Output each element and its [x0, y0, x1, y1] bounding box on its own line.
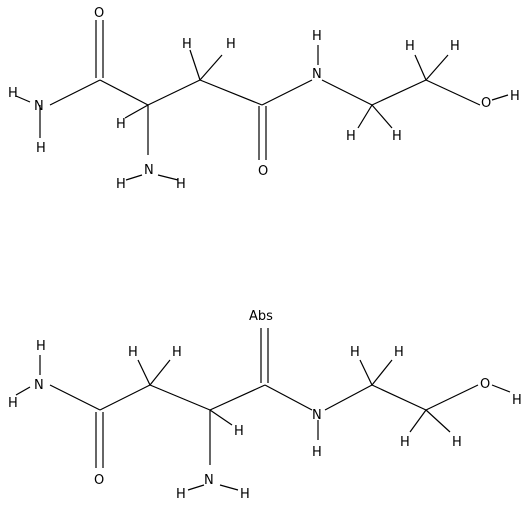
bond [137, 359, 151, 386]
bond [324, 384, 373, 411]
atom-h: H [512, 393, 522, 408]
bond [414, 54, 427, 81]
atom-h: H [312, 445, 322, 460]
atom-h: H [452, 435, 462, 450]
atom-n: N [312, 408, 322, 423]
atom-h: H [226, 37, 236, 52]
atom-h: H [234, 424, 244, 439]
atom-h: H [8, 396, 18, 411]
bond [189, 49, 201, 81]
atom-h: H [36, 141, 46, 156]
atom-o: O [94, 473, 104, 488]
bond [371, 104, 393, 129]
bond [199, 79, 263, 106]
bond [15, 386, 31, 396]
atom-h: H [176, 487, 186, 502]
molecule-1: O N H H H N H H H H O N H H H H H O H [8, 6, 520, 192]
bond [49, 384, 101, 411]
atom-h: H [36, 339, 46, 354]
atom-h: H [240, 487, 250, 502]
bond [409, 409, 427, 433]
atom-o: O [481, 96, 491, 111]
bond [491, 384, 511, 393]
atom-h: H [172, 345, 182, 360]
atom-h: H [400, 435, 410, 450]
atom-n: N [34, 99, 44, 114]
atom-h: H [312, 29, 322, 44]
atom-h: H [176, 177, 186, 192]
atom-h: H [394, 345, 404, 360]
atom-o: O [258, 164, 268, 179]
bond [125, 174, 143, 181]
bond [147, 79, 201, 106]
bond [425, 409, 451, 433]
bond [264, 384, 313, 411]
bond [261, 79, 313, 106]
atom-o: O [480, 377, 490, 392]
atom-h: H [510, 89, 520, 104]
bond [209, 384, 266, 411]
bond [219, 484, 239, 491]
atom-h: H [392, 129, 402, 144]
atom-n: N [312, 67, 322, 82]
atom-h: H [405, 39, 415, 54]
atom-h: H [450, 39, 460, 54]
bond [124, 104, 149, 119]
bond [49, 79, 101, 106]
bond [187, 484, 205, 491]
bond [149, 384, 211, 411]
bond [209, 409, 233, 426]
atom-h: H [350, 345, 360, 360]
atom-n: N [204, 473, 214, 488]
bond [371, 384, 427, 411]
atom-h: H [128, 345, 138, 360]
bond [199, 54, 223, 81]
bond [425, 54, 449, 81]
atom-h: H [116, 117, 126, 132]
bond [357, 104, 373, 129]
bond [149, 359, 171, 386]
bond [15, 95, 31, 103]
bond [491, 94, 509, 101]
bond [99, 384, 151, 411]
bond [371, 359, 393, 386]
bond [99, 79, 149, 106]
molecule-2: Abs O N H H H H H N H H N H H H H H O H [8, 309, 522, 502]
atom-h: H [116, 177, 126, 192]
atom-h: H [182, 37, 192, 52]
bond [321, 79, 373, 106]
atom-n: N [144, 163, 154, 178]
bond [425, 384, 479, 411]
bond [425, 79, 481, 106]
bond [371, 79, 427, 106]
atom-h: H [8, 86, 18, 101]
atom-h: H [346, 129, 356, 144]
atom-o: O [94, 6, 104, 21]
atom-abs: Abs [249, 309, 273, 324]
atom-n: N [34, 378, 44, 393]
bond [157, 174, 179, 181]
bond [359, 359, 373, 386]
